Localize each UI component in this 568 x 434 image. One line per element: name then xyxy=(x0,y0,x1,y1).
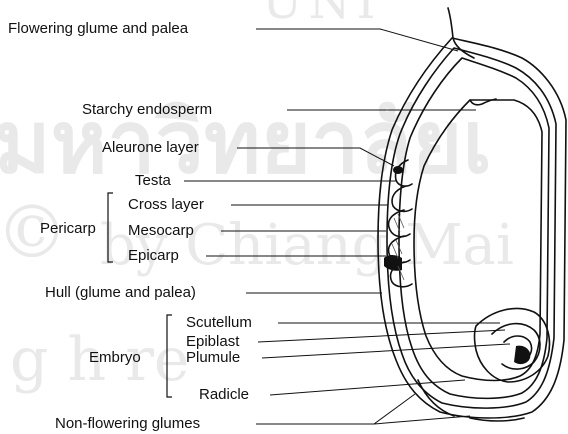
leader-non-flowering-glumes xyxy=(256,394,470,424)
leader-plumule xyxy=(262,344,510,358)
label-radicle: Radicle xyxy=(199,387,249,403)
pericarp-layer xyxy=(399,58,549,398)
embryo-bracket xyxy=(167,315,172,397)
aleurone-dark-spot xyxy=(393,166,403,174)
non-flowering-glumes xyxy=(418,380,524,421)
label-scutellum: Scutellum xyxy=(186,315,252,331)
leader-aleurone-layer xyxy=(237,148,394,166)
label-epiblast: Epiblast xyxy=(186,334,239,350)
label-flowering-glume: Flowering glume and palea xyxy=(8,21,188,37)
label-embryo: Embryo xyxy=(89,350,141,366)
label-non-flowering-glumes: Non-flowering glumes xyxy=(55,416,200,432)
label-aleurone-layer: Aleurone layer xyxy=(102,140,199,156)
label-epicarp: Epicarp xyxy=(128,248,179,264)
leader-flowering-glume xyxy=(256,29,458,51)
label-plumule: Plumule xyxy=(186,350,240,366)
label-hull: Hull (glume and palea) xyxy=(45,285,196,301)
starchy-endosperm-region xyxy=(414,100,542,381)
hull-outline xyxy=(378,38,566,418)
label-pericarp: Pericarp xyxy=(40,221,96,237)
label-testa: Testa xyxy=(135,173,171,189)
radicle-dark-area xyxy=(514,346,530,364)
label-mesocarp: Mesocarp xyxy=(128,223,194,239)
testa-bump xyxy=(392,186,412,211)
leader-radicle xyxy=(270,380,465,395)
label-starchy-endosperm: Starchy endosperm xyxy=(82,102,212,118)
leader-epiblast xyxy=(258,330,505,342)
label-cross-layer: Cross layer xyxy=(128,197,204,213)
pericarp-bracket xyxy=(108,193,113,262)
